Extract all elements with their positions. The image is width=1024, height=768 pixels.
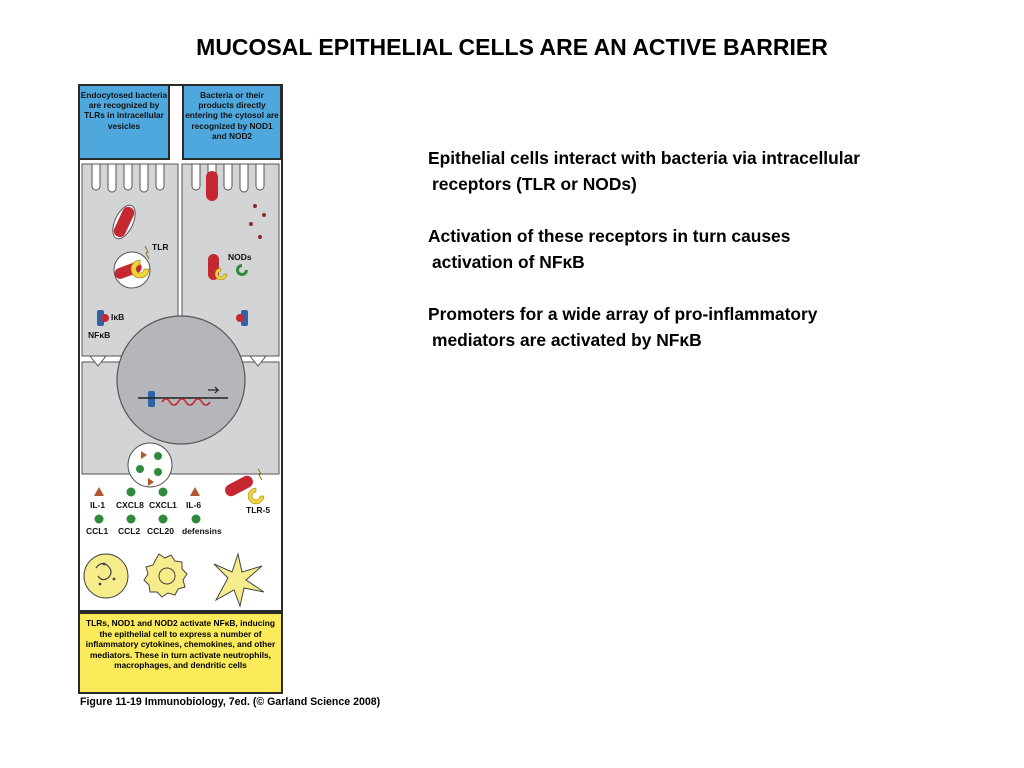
tlr-label: TLR [152,242,169,252]
note-1: Epithelial cells interact with bacteria … [428,145,1018,197]
ccl2-label: CCL2 [118,526,141,536]
ikb-right-icon [236,314,244,322]
note-2-line-2: activation of NFκB [432,252,585,272]
slide-title: MUCOSAL EPITHELIAL CELLS ARE AN ACTIVE B… [196,34,828,60]
nod1-icon [214,267,228,281]
left-arrow-icon [88,355,108,367]
il6-icon [190,487,200,496]
defensins-label: defensins [182,526,222,536]
nfkb-left-icon [97,310,104,326]
cxcl1-label: CXCL1 [149,500,177,510]
ccl2-icon [126,514,136,524]
ccl1-icon [94,514,104,524]
right-arrow-icon [248,355,268,367]
note-2: Activation of these receptors in turn ca… [428,223,1018,275]
bacterium-5 [225,475,253,497]
endocytosed-bacteria-box: Endocytosed bacteria are recognized by T… [78,84,170,160]
bacterium-1 [113,206,135,238]
note-1-line-2: receptors (TLR or NODs) [432,174,637,194]
ccl20-icon [158,514,168,524]
cytosol-bacteria-box: Bacteria or their products directly ente… [182,84,282,160]
cxcl8-label: CXCL8 [116,500,144,510]
note-3-line-1: Promoters for a wide array of pro-inflam… [428,304,818,324]
il1-icon [94,487,104,496]
il6-label: IL-6 [186,500,202,510]
epithelium-diagram [78,84,283,612]
tlr5-icon [247,487,265,505]
ikb-left-icon [101,314,109,322]
nfkb-right-icon [241,310,248,326]
mucosal-epithelium-figure: Endocytosed bacteria are recognized by T… [78,84,283,696]
ccl1-label: CCL1 [86,526,109,536]
ccl20-label: CCL20 [147,526,174,536]
mrna-icon [161,398,211,406]
neutrophil-icon [83,553,129,599]
notes: Epithelial cells interact with bacteria … [428,145,1018,379]
figure-caption: Figure 11-19 Immunobiology, 7ed. (© Garl… [80,696,381,708]
nod2-icon [236,264,248,276]
tlr-receptor-icon [130,259,150,279]
il1-label: IL-1 [90,500,106,510]
tlr5-label: TLR-5 [246,505,271,515]
macrophage-icon [143,553,188,598]
bacterium-3 [206,171,218,201]
nfkb-label: NFκB [88,330,111,340]
cxcl8-icon [126,487,136,497]
summary-box: TLRs, NOD1 and NOD2 activate NFκB, induc… [78,612,283,694]
defensin-icon [191,514,201,524]
dendritic-cell-icon [213,552,265,608]
note-3: Promoters for a wide array of pro-inflam… [428,301,1018,353]
note-1-line-1: Epithelial cells interact with bacteria … [428,148,861,168]
ikb-label: IκB [111,312,125,322]
nfkb-bound-icon [148,391,155,407]
note-2-line-1: Activation of these receptors in turn ca… [428,226,791,246]
nucleus [116,315,246,445]
cxcl1-icon [158,487,168,497]
nods-label: NODs [228,252,252,262]
tlr-signal-icon [144,245,150,260]
note-3-line-2: mediators are activated by NFκB [432,330,702,350]
